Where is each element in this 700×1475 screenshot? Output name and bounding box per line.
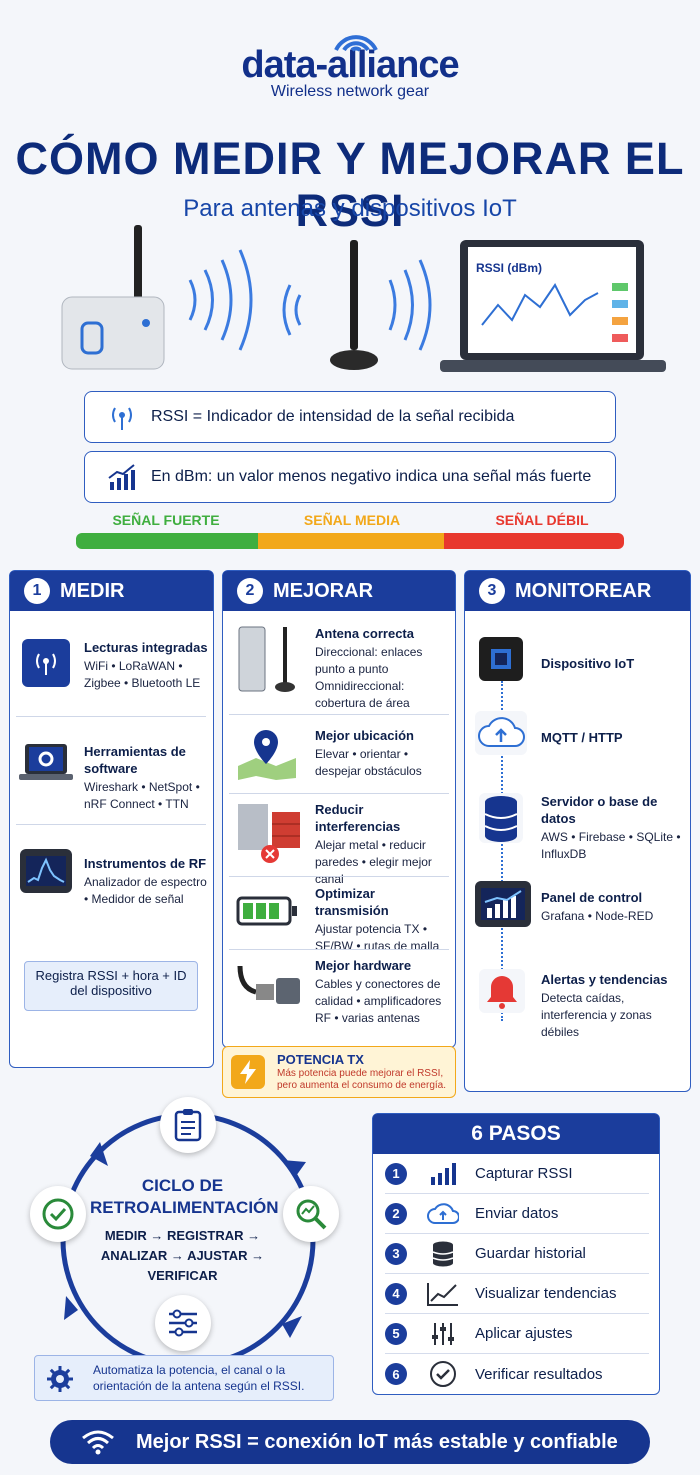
label-medium: SEÑAL MEDIA (303, 512, 401, 528)
info-text: En dBm: un valor menos negativo indica u… (151, 468, 592, 485)
antenna-signal-icon (22, 639, 70, 687)
map-pin-icon (235, 725, 299, 781)
label-weak: SEÑAL DÉBIL (495, 512, 589, 528)
cycle-steps: MEDIR → REGISTRAR → ANALIZAR → AJUSTAR →… (100, 1228, 265, 1283)
database-icon (425, 1241, 461, 1267)
bar-weak (444, 533, 624, 549)
laptop-icon: RSSI (dBm) (440, 240, 666, 372)
info-box-dbm: En dBm: un valor menos negativo indica u… (84, 451, 616, 503)
cycle-title: CICLO DE RETROALIMENTACIÓN (90, 1176, 279, 1217)
devices-illustration: RSSI (dBm) (61, 225, 666, 372)
medir-note: Registra RSSI + hora + ID del dispositiv… (24, 961, 198, 1011)
footer-text: Mejor RSSI = conexión IoT más estable y … (136, 1430, 618, 1453)
bar-strong (76, 533, 258, 549)
page-subtitle: Para antenas y dispositivos IoT (183, 195, 517, 222)
clipboard-icon (160, 1097, 216, 1153)
sensor-device-icon (61, 225, 165, 370)
dashboard-icon (475, 881, 531, 927)
brand-name: data-alliance (241, 44, 459, 86)
label-strong: SEÑAL FUERTE (112, 512, 220, 528)
wall-interference-icon (233, 801, 305, 865)
automation-note: Automatiza la potencia, el canal o la or… (34, 1355, 334, 1401)
bar-medium (258, 533, 444, 549)
alarm-bell-icon (479, 969, 525, 1013)
monitor-item-2: MQTT / HTTP (541, 730, 623, 745)
sliders-icon (425, 1321, 461, 1347)
wifi-arcs-icon (334, 35, 378, 52)
wifi-icon (82, 1430, 114, 1455)
gear-icon (45, 1364, 75, 1394)
antenna-panel-icon (233, 623, 309, 697)
check-circle-icon (30, 1186, 86, 1242)
brand-tagline: Wireless network gear (270, 83, 430, 100)
svg-text:RSSI (dBm): RSSI (dBm) (476, 261, 542, 275)
info-text: RSSI = Indicador de intensidad de la señ… (151, 408, 515, 425)
database-icon (479, 793, 523, 843)
chart-up-icon (108, 464, 135, 490)
check-circle-icon (425, 1360, 461, 1388)
page-title: CÓMO MEDIR Y MEJORAR EL RSSI (15, 133, 685, 236)
steps-title: 6 PASOS (373, 1114, 659, 1154)
trend-chart-icon (425, 1281, 461, 1307)
laptop-gear-icon (18, 741, 74, 785)
footer-banner: Mejor RSSI = conexión IoT más estable y … (50, 1420, 650, 1464)
cloud-upload-icon (475, 711, 527, 755)
cloud-upload-icon (425, 1202, 461, 1225)
wifi-waves-icon (282, 259, 432, 351)
wifi-waves-icon (188, 249, 253, 351)
cable-connector-icon (233, 957, 303, 1013)
sliders-icon (155, 1295, 211, 1351)
chip-icon (479, 637, 523, 681)
tx-power-note: POTENCIA TX Más potencia puede mejorar e… (222, 1046, 456, 1098)
analyze-icon (283, 1186, 339, 1242)
lightning-icon (231, 1055, 265, 1089)
monitor-item-1: Dispositivo IoT (541, 656, 635, 671)
logo: data-alliance Wireless network gear (0, 8, 700, 101)
antenna-signal-icon (112, 407, 132, 430)
spectrum-analyzer-icon (20, 849, 72, 893)
antenna-icon (330, 240, 378, 370)
battery-icon (235, 893, 299, 929)
signal-bars-icon (425, 1162, 461, 1185)
info-box-rssi: RSSI = Indicador de intensidad de la señ… (84, 391, 616, 443)
